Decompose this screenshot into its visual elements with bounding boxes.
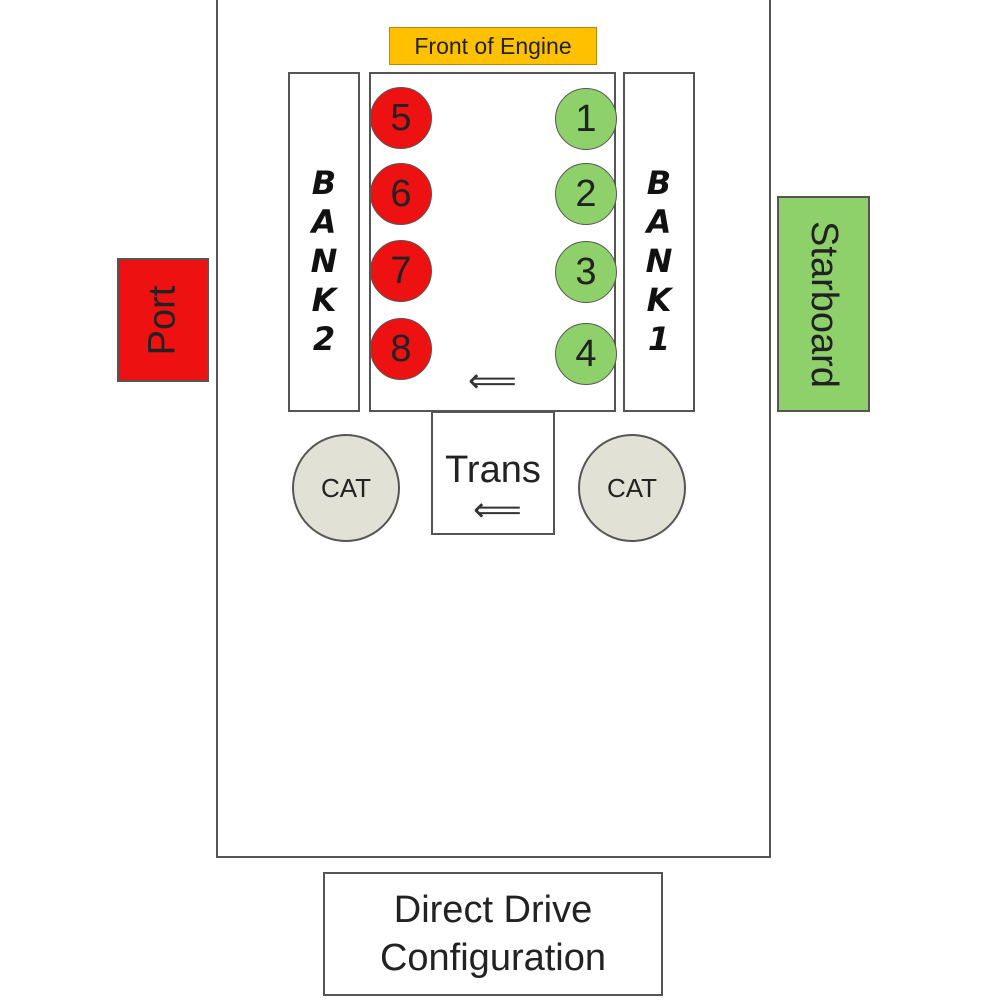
catalytic-converter-left: CAT bbox=[292, 434, 400, 542]
starboard-side-box: Starboard bbox=[777, 196, 870, 412]
cylinder-5: 5 bbox=[370, 87, 432, 149]
transmission-box: Trans ⟸ bbox=[431, 411, 555, 535]
transmission-direction-arrow-icon: ⟸ bbox=[473, 491, 522, 529]
configuration-line-2: Configuration bbox=[379, 937, 607, 979]
engine-direction-arrow-icon: ⟸ bbox=[468, 362, 517, 400]
cylinder-4: 4 bbox=[555, 323, 617, 385]
bank-1-label: B A N K 1 bbox=[645, 164, 673, 358]
cylinder-6: 6 bbox=[370, 163, 432, 225]
bank-2-panel: B A N K 2 bbox=[288, 72, 360, 412]
front-of-engine-label: Front of Engine bbox=[389, 27, 597, 65]
cylinder-3: 3 bbox=[555, 241, 617, 303]
bank-1-panel: B A N K 1 bbox=[623, 72, 695, 412]
cylinder-2: 2 bbox=[555, 163, 617, 225]
cylinder-7: 7 bbox=[370, 240, 432, 302]
port-side-box: Port bbox=[117, 258, 209, 382]
configuration-caption-box: Direct Drive Configuration bbox=[323, 872, 663, 996]
cylinder-1: 1 bbox=[555, 88, 617, 150]
starboard-label: Starboard bbox=[803, 220, 846, 388]
configuration-line-1: Direct Drive bbox=[393, 889, 593, 931]
transmission-label: Trans bbox=[445, 449, 541, 491]
cylinder-8: 8 bbox=[370, 318, 432, 380]
bank-2-label: B A N K 2 bbox=[310, 164, 338, 358]
catalytic-converter-right: CAT bbox=[578, 434, 686, 542]
port-label: Port bbox=[141, 285, 184, 355]
